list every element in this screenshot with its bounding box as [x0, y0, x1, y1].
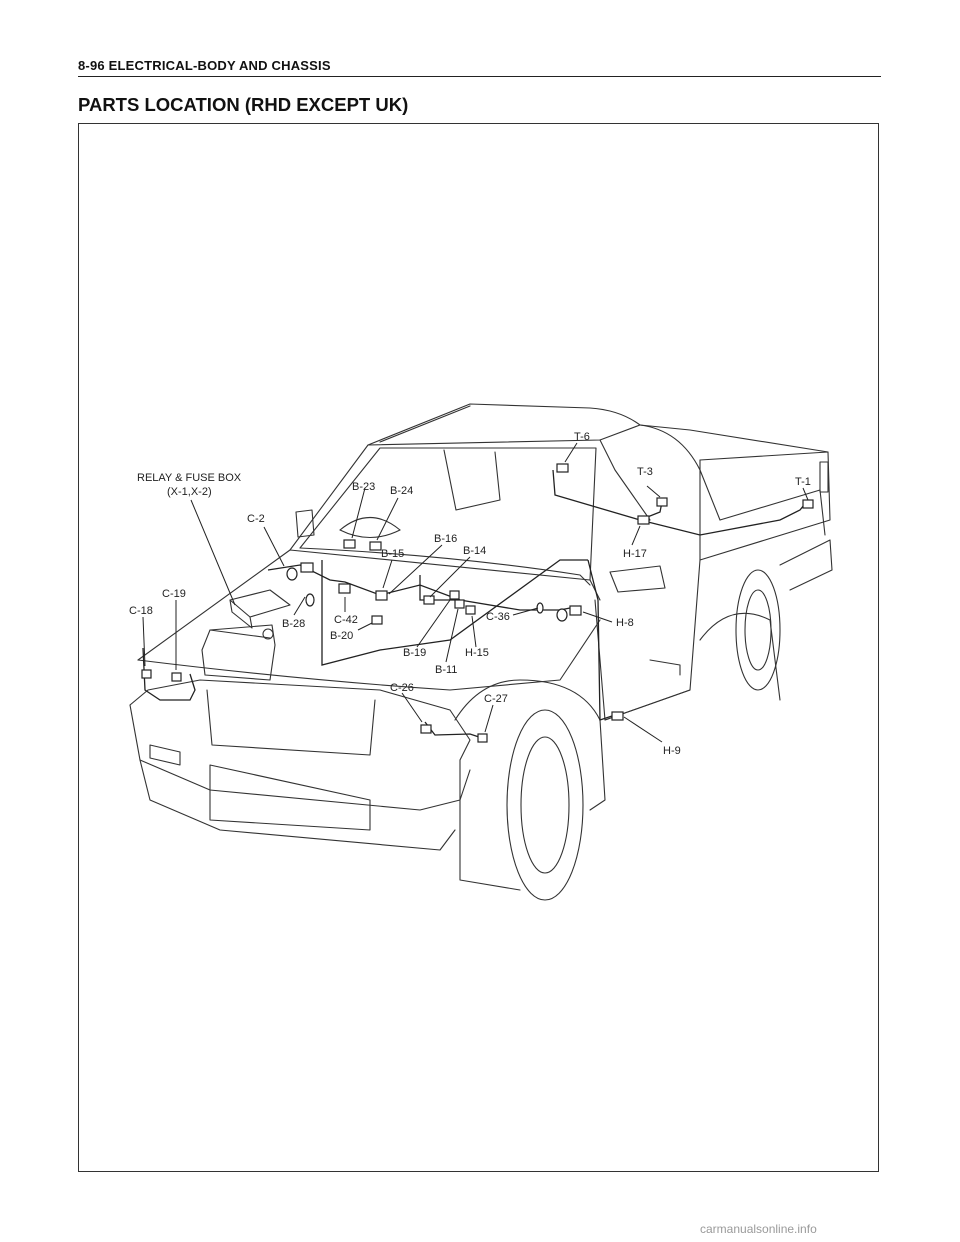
- label-c18: C-18: [129, 605, 153, 617]
- label-b28: B-28: [282, 618, 305, 630]
- connector-b20: [371, 615, 383, 625]
- label-c26: C-26: [390, 682, 414, 694]
- connector-c42: [338, 583, 351, 594]
- label-relay-fuse-box: RELAY & FUSE BOX: [137, 472, 242, 484]
- connector-c2: [300, 562, 314, 573]
- connector-c26: [420, 724, 432, 734]
- truck-body-outline: [129, 403, 833, 901]
- label-b23: B-23: [352, 481, 375, 493]
- connector-h15: [465, 605, 476, 615]
- connector-t6: [556, 463, 569, 473]
- watermark: carmanualsonline.info: [700, 1222, 817, 1236]
- connector-h9: [611, 711, 624, 721]
- label-relay-fuse-box-ids: (X-1,X-2): [167, 486, 212, 498]
- connector-c2-plug: [286, 567, 298, 581]
- connector-c19: [171, 672, 182, 682]
- label-h8: H-8: [616, 617, 634, 629]
- label-c27: C-27: [484, 693, 508, 705]
- diagram-frame: [78, 123, 879, 1172]
- page-header: 8-96 ELECTRICAL-BODY AND CHASSIS: [78, 58, 331, 73]
- connector-b14: [449, 590, 460, 600]
- label-h9: H-9: [663, 745, 681, 757]
- label-c2: C-2: [247, 513, 265, 525]
- label-b19: B-19: [403, 647, 426, 659]
- header-divider: [78, 76, 881, 77]
- label-c42: C-42: [334, 614, 358, 626]
- page-title: PARTS LOCATION (RHD EXCEPT UK): [78, 94, 409, 115]
- label-h17: H-17: [623, 548, 647, 560]
- connector-b11: [454, 599, 465, 609]
- connector-b24: [369, 541, 382, 551]
- connector-labels: RELAY & FUSE BOX (X-1,X-2) C-2 C-19 C-18…: [129, 431, 811, 757]
- label-b11: B-11: [435, 664, 457, 676]
- leader-lines: [142, 442, 809, 743]
- label-c36: C-36: [486, 611, 510, 623]
- label-b24: B-24: [390, 485, 413, 497]
- connector-t1: [802, 499, 814, 509]
- label-t3: T-3: [637, 466, 653, 478]
- connector-h17: [637, 515, 650, 525]
- label-b14: B-14: [463, 545, 486, 557]
- connector-b28: [305, 593, 315, 607]
- label-b15: B-15: [381, 548, 404, 560]
- connector-b15: [375, 590, 388, 601]
- label-c19: C-19: [162, 588, 186, 600]
- connector-c27: [477, 733, 488, 743]
- label-t6: T-6: [574, 431, 590, 443]
- connectors: [141, 463, 814, 743]
- label-b16: B-16: [434, 533, 457, 545]
- connector-h8-plug: [556, 608, 568, 622]
- wiring-harness: [142, 469, 809, 739]
- label-t1: T-1: [795, 476, 811, 488]
- connector-b19: [423, 595, 435, 605]
- label-b20: B-20: [330, 630, 353, 642]
- connector-h8: [569, 605, 582, 616]
- label-h15: H-15: [465, 647, 489, 659]
- connector-t3: [656, 497, 668, 507]
- connector-b23: [343, 539, 356, 549]
- connector-c18: [141, 669, 152, 679]
